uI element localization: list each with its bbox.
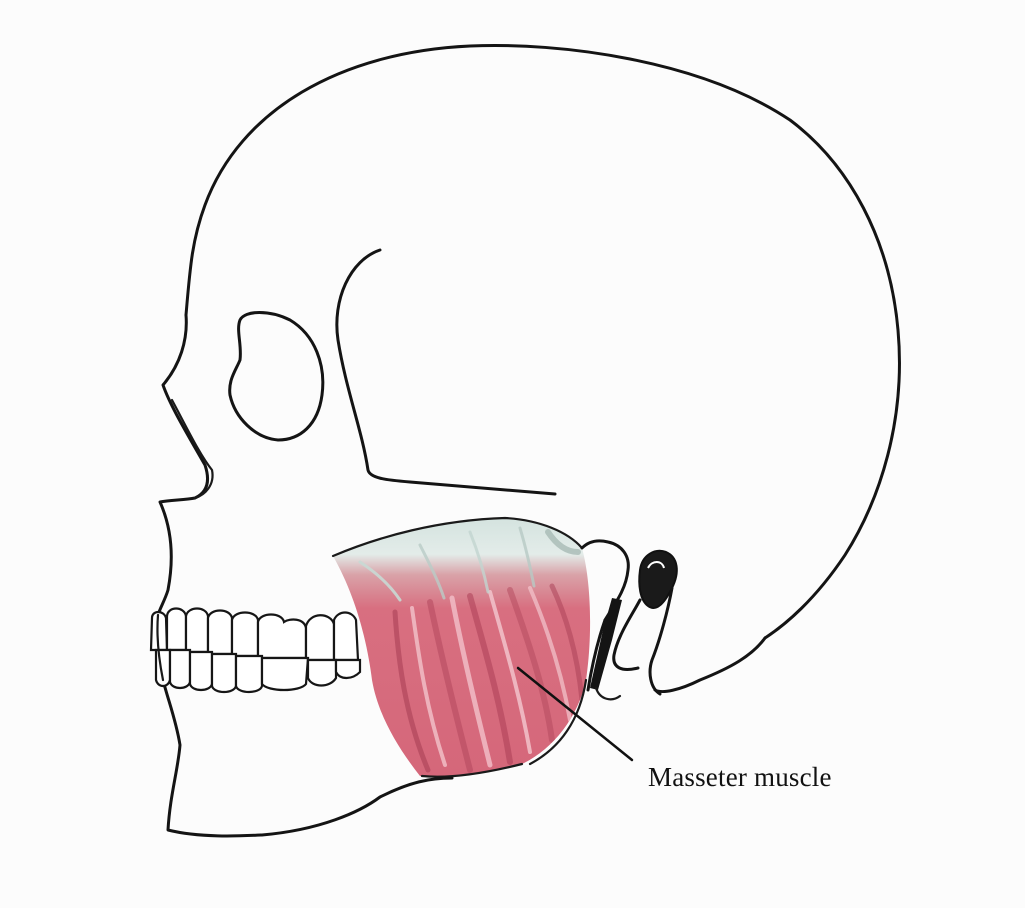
eye-orbit — [230, 313, 323, 441]
zygomatic-arch — [337, 250, 555, 494]
teeth — [151, 609, 360, 693]
masseter-muscle-label: Masseter muscle — [648, 762, 832, 793]
masseter-muscle — [333, 518, 590, 777]
